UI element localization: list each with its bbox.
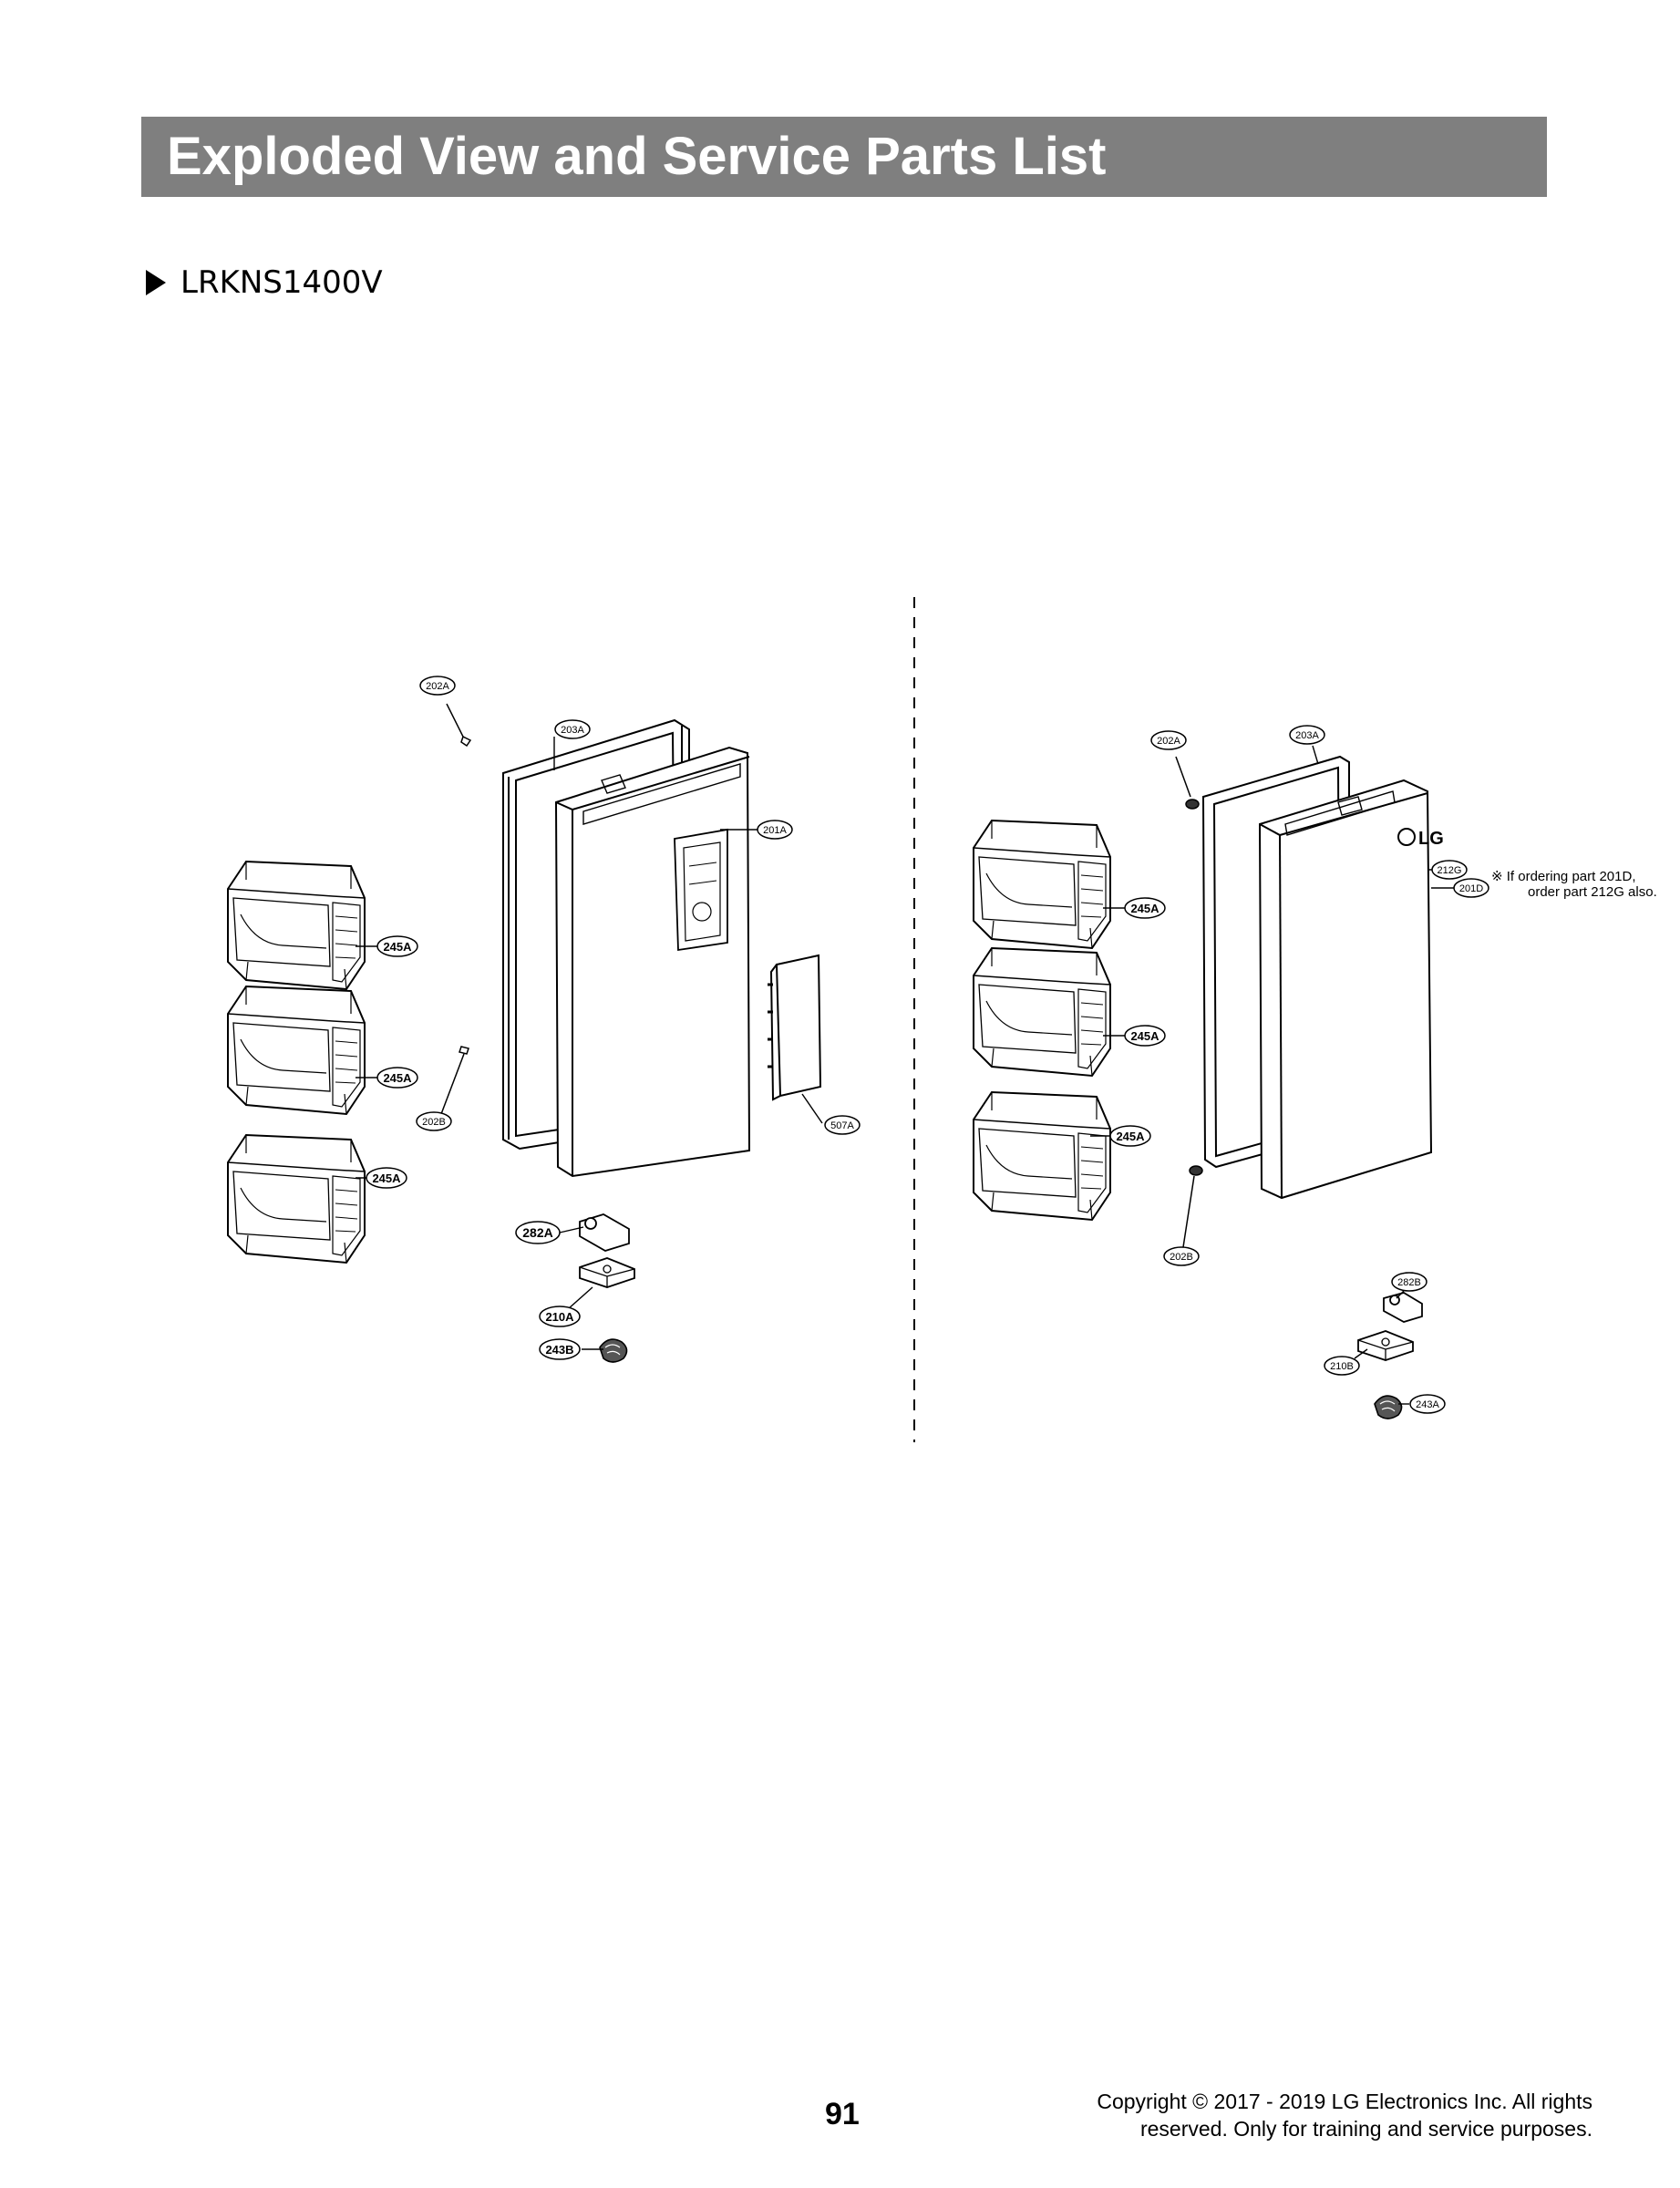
lg-logo-text: LG (1418, 829, 1444, 849)
callout-right-203a: 203A (1289, 725, 1325, 745)
callout-label: 245A (1130, 1029, 1160, 1043)
callout-left-282a: 282A (515, 1221, 561, 1244)
callout-label: 210A (545, 1310, 574, 1324)
callout-right-210b: 210B (1324, 1356, 1360, 1376)
part-245a-bin-1 (227, 861, 366, 990)
callout-right-202b: 202B (1163, 1246, 1200, 1266)
callout-left-202a: 202A (419, 676, 456, 696)
callout-left-507a: 507A (824, 1115, 861, 1135)
model-name: LRKNS1400V (180, 264, 383, 301)
lg-logo: LG (1397, 828, 1444, 849)
callout-left-245a-2: 245A (376, 1067, 418, 1089)
callout-left-201a: 201A (757, 820, 793, 840)
callout-label: 245A (1130, 902, 1160, 915)
callout-label: 210B (1330, 1361, 1354, 1372)
right-leader-lines (1090, 745, 1473, 1405)
callout-left-202b: 202B (416, 1111, 452, 1131)
callout-right-201d: 201D (1453, 878, 1489, 898)
part-245a-bin-right-3 (973, 1091, 1111, 1221)
ordering-note-line-2: order part 212G also. (1528, 884, 1657, 900)
ordering-note: ※ If ordering part 201D, order part 212G… (1491, 869, 1657, 900)
callout-left-203a: 203A (554, 719, 591, 739)
copyright-line-2: reserved. Only for training and service … (1139, 2117, 1592, 2141)
callout-label: 282A (522, 1225, 552, 1240)
callout-right-245a-3: 245A (1109, 1125, 1151, 1147)
callout-label: 245A (383, 1071, 412, 1085)
copyright-notice: Copyright © 2017 - 2019 LG Electronics I… (954, 2088, 1592, 2142)
callout-left-210a: 210A (539, 1306, 581, 1327)
part-245a-bin-2 (227, 986, 366, 1115)
part-282b-hinge-bracket (1383, 1292, 1423, 1323)
callout-label: 245A (372, 1171, 401, 1185)
part-245a-bin-right-1 (973, 820, 1111, 949)
part-201d-door (1258, 779, 1433, 1200)
part-245a-bin-3 (227, 1134, 366, 1264)
callout-label: 202B (422, 1117, 446, 1128)
part-243a-cam (1374, 1395, 1403, 1419)
callout-right-245a-2: 245A (1124, 1025, 1166, 1047)
callout-left-245a-1: 245A (376, 935, 418, 957)
callout-right-212g: 212G (1431, 860, 1468, 880)
part-202b-pin-right (1182, 1165, 1203, 1248)
callout-right-245a-1: 245A (1124, 897, 1166, 919)
callout-label: 245A (1116, 1130, 1145, 1143)
callout-label: 243A (1416, 1399, 1439, 1410)
section-title: Exploded View and Service Parts List (167, 127, 1107, 186)
callout-label: 203A (1295, 730, 1319, 741)
part-245a-bin-right-2 (973, 947, 1111, 1077)
part-202a-pin (446, 703, 472, 748)
part-282a-hinge-bracket (579, 1213, 630, 1252)
part-210b-hinge (1357, 1330, 1414, 1361)
callout-label: 202A (426, 681, 449, 692)
callout-label: 282B (1397, 1277, 1421, 1288)
part-201a-door (554, 746, 751, 1178)
copyright-line-1: Copyright © 2017 - 2019 LG Electronics I… (1097, 2090, 1592, 2113)
page-number: 91 (825, 2097, 860, 2131)
callout-label: 202A (1157, 736, 1180, 747)
callout-label: 243B (545, 1343, 573, 1357)
part-202a-pin-right (1175, 756, 1200, 810)
callout-right-202a: 202A (1150, 730, 1187, 750)
part-507a-cover (768, 954, 822, 1101)
callout-label: 212G (1438, 865, 1462, 876)
triangle-bullet-icon (146, 270, 166, 295)
callout-right-282b: 282B (1391, 1272, 1427, 1292)
callout-label: 245A (383, 940, 412, 954)
callout-label: 201A (763, 825, 787, 836)
part-243b-cam (599, 1338, 628, 1363)
part-202b-pin (440, 1046, 469, 1115)
callout-right-243a: 243A (1409, 1394, 1446, 1414)
callout-left-245a-3: 245A (366, 1167, 407, 1189)
callout-left-243b: 243B (539, 1338, 581, 1360)
callout-label: 201D (1459, 883, 1483, 894)
part-210a-hinge (579, 1257, 635, 1288)
ordering-note-line-1: ※ If ordering part 201D, (1491, 869, 1635, 884)
callout-label: 507A (830, 1120, 854, 1131)
section-header-bar: Exploded View and Service Parts List (141, 117, 1547, 197)
callout-label: 203A (561, 725, 584, 736)
callout-label: 202B (1170, 1252, 1193, 1263)
